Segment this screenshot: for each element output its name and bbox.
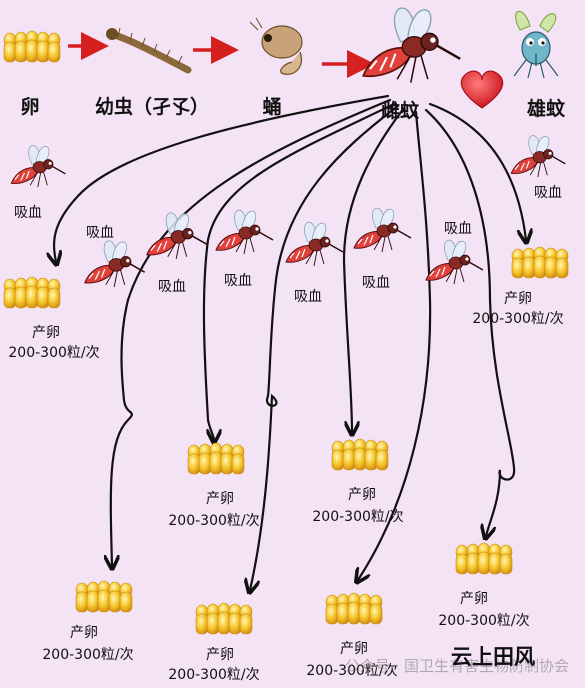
lay-eggs-label: 产卵	[206, 491, 234, 507]
male-mosquito-icon	[513, 10, 559, 79]
blood-label: 吸血	[14, 205, 42, 221]
blood-mosquito-icons	[10, 134, 567, 288]
egg-count-label: 200-300粒/次	[168, 513, 260, 529]
cycle-lines	[54, 94, 526, 590]
lay-eggs-label: 产卵	[348, 487, 376, 503]
egg-count-label: 200-300粒/次	[8, 345, 100, 361]
blood-label: 吸血	[294, 289, 322, 305]
blood-label: 吸血	[224, 273, 252, 289]
lay-eggs-label: 产卵	[504, 291, 532, 307]
blood-label: 吸血	[86, 225, 114, 241]
brand-logo-text: 云上田风	[451, 644, 535, 669]
stage-label-pupa: 蛹	[262, 96, 282, 118]
egg-count-label: 200-300粒/次	[438, 613, 530, 629]
heart-icon	[460, 70, 504, 109]
stage-label-larva: 幼虫（孑孓）	[94, 96, 210, 118]
lay-eggs-label: 产卵	[70, 625, 98, 641]
egg-raft-icon	[3, 30, 61, 63]
stage-label-female: 雌蚊	[380, 100, 420, 122]
egg-clusters	[3, 246, 569, 635]
lay-eggs-label: 产卵	[460, 591, 488, 607]
egg-count-label: 200-300粒/次	[472, 311, 564, 327]
blood-label: 吸血	[362, 275, 390, 291]
egg-count-label: 200-300粒/次	[312, 509, 404, 525]
lay-eggs-label: 产卵	[32, 325, 60, 341]
stage-arrows	[68, 32, 375, 78]
pupa-icon	[249, 17, 303, 75]
female-mosquito-icon	[362, 6, 462, 84]
watermark: 公众号 · 国卫生有害生物防制协会	[344, 657, 569, 675]
lay-eggs-label: 产卵	[206, 647, 234, 663]
lay-eggs-label: 产卵	[340, 641, 368, 657]
stage-label-egg: 卵	[20, 96, 40, 118]
stage-label-male: 雄蚊	[526, 98, 566, 120]
larva-icon	[106, 27, 192, 74]
blood-label: 吸血	[158, 279, 186, 295]
blood-label: 吸血	[534, 185, 562, 201]
egg-count-label: 200-300粒/次	[306, 663, 398, 679]
egg-count-label: 200-300粒/次	[42, 647, 134, 663]
egg-count-label: 200-300粒/次	[168, 667, 260, 683]
blood-label: 吸血	[444, 221, 472, 237]
